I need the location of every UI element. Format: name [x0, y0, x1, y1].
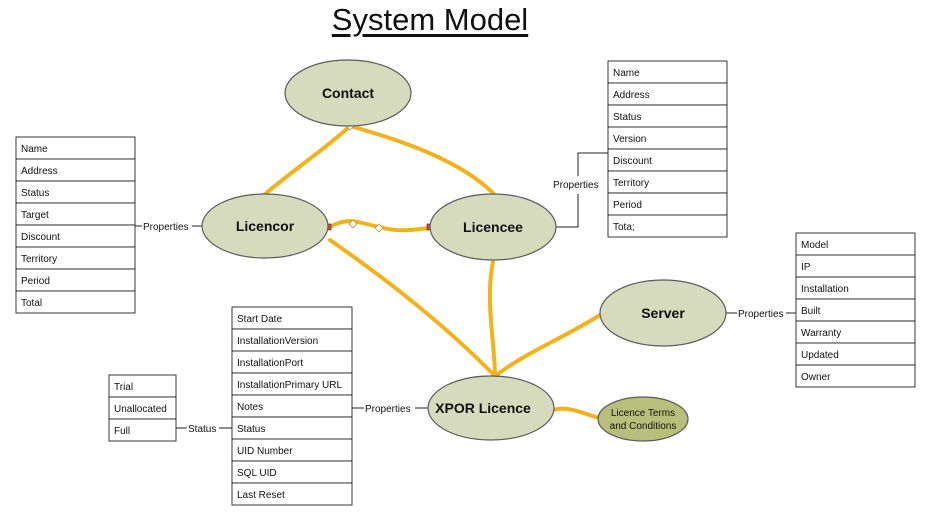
connector-server-xpor: [493, 313, 602, 378]
node-licencee-shape: [429, 193, 557, 261]
node-licencor: Licencor: [201, 193, 329, 259]
status-table-cell: [108, 418, 177, 442]
xpor-table-row-label: Notes: [237, 402, 263, 413]
licencor-table-row-label: Status: [21, 188, 49, 199]
server-table-row-label: Built: [801, 306, 821, 317]
licencor-table-row-label: Total: [21, 298, 42, 309]
licencor-table-row-label: Target: [21, 210, 49, 221]
licencor-table-row-label: Period: [21, 276, 50, 287]
licencee-table-row-label: Discount: [613, 156, 652, 167]
connector-xpor-terms: [551, 406, 602, 420]
server-table-row-label: Warranty: [801, 328, 841, 339]
connector-handle-2: [374, 223, 384, 233]
licencee-properties-table: NameAddressStatusVersionDiscountTerritor…: [607, 60, 728, 238]
server-table-row-label: Model: [801, 240, 828, 251]
node-contact-label: Contact: [322, 85, 374, 101]
node-xpor-licence: XPOR Licence: [427, 375, 555, 441]
xpor-table-cell: [231, 482, 353, 506]
xpor-table-row-label: SQL UID: [237, 468, 277, 479]
licencee-table-cell: [607, 214, 728, 238]
server-table-row-label: Owner: [801, 372, 831, 383]
diagram-title-text: System Model: [331, 2, 529, 37]
node-server-label: Server: [641, 305, 685, 321]
status-table-row-label: Full: [114, 426, 130, 437]
xpor-table-row-label: InstallationPrimary URL: [237, 380, 342, 391]
connector-handle-1: [348, 219, 358, 229]
licencor-table-row-label: Name: [21, 144, 48, 155]
status-table-row-label: Trial: [114, 382, 133, 393]
node-xpor-licence-label: XPOR Licence: [435, 400, 531, 416]
licencor-properties-table: NameAddressStatusTargetDiscountTerritory…: [15, 136, 136, 314]
connector-licencee-xpor: [487, 260, 497, 378]
node-licence-terms: Licence Terms and Conditions: [597, 396, 689, 442]
node-licencee-label: Licencee: [463, 219, 523, 235]
node-server-shape: [599, 279, 727, 347]
xpor-table-row-label: Status: [237, 424, 265, 435]
node-licence-terms-label-line2: and Conditions: [610, 421, 677, 432]
node-licencor-shape: [201, 193, 329, 259]
node-server: Server: [599, 279, 727, 347]
licencee-table-row-label: Tota;: [613, 222, 635, 233]
server-table-row-label: Installation: [801, 284, 849, 295]
xpor-table-row-label: InstallationVersion: [237, 336, 318, 347]
status-table-row-label: Unallocated: [114, 404, 167, 415]
connector-contact-licencee: [348, 124, 496, 196]
node-licencor-label: Licencor: [236, 218, 295, 234]
node-licence-terms-label-line1: Licence Terms: [611, 408, 675, 419]
licencee-table-row-label: Address: [613, 90, 650, 101]
server-table-cell: [795, 364, 916, 388]
server-table-row-label: IP: [801, 262, 811, 273]
server-table-cell: [795, 254, 916, 278]
node-contact-shape: [284, 59, 412, 127]
licencee-table-row-label: Status: [613, 112, 641, 123]
licencor-properties-label: Properties: [143, 222, 189, 233]
xpor-table-row-label: Start Date: [237, 314, 282, 325]
licencee-table-row-label: Name: [613, 68, 640, 79]
licencee-props-line-top: [577, 152, 608, 176]
licencor-table-row-label: Address: [21, 166, 58, 177]
xpor-table-row-label: Last Reset: [237, 490, 285, 501]
xpor-table-row-label: InstallationPort: [237, 358, 303, 369]
connector-contact-licencor: [263, 124, 352, 196]
status-label: Status: [188, 424, 216, 435]
xpor-properties-table: Start DateInstallationVersionInstallatio…: [231, 306, 353, 506]
licencor-table-row-label: Discount: [21, 232, 60, 243]
xpor-table-row-label: UID Number: [237, 446, 293, 457]
server-table-row-label: Updated: [801, 350, 839, 361]
licencee-properties-label: Properties: [553, 180, 599, 191]
node-licencee: Licencee: [429, 193, 557, 261]
node-licence-terms-shape: [597, 396, 689, 442]
diagram-title: System Model: [0, 2, 860, 38]
server-properties-label: Properties: [738, 309, 784, 320]
licencor-table-cell: [15, 290, 136, 314]
property-connectors: [135, 152, 796, 429]
node-xpor-licence-shape: [427, 375, 555, 441]
node-contact: Contact: [284, 59, 412, 127]
licencee-table-row-label: Territory: [613, 178, 649, 189]
licencor-table-row-label: Territory: [21, 254, 57, 265]
xpor-properties-label: Properties: [365, 404, 411, 415]
connector-licencor-xpor: [328, 238, 497, 378]
licencee-props-line: [556, 194, 579, 228]
licencee-table-row-label: Period: [613, 200, 642, 211]
licencee-table-row-label: Version: [613, 134, 646, 145]
